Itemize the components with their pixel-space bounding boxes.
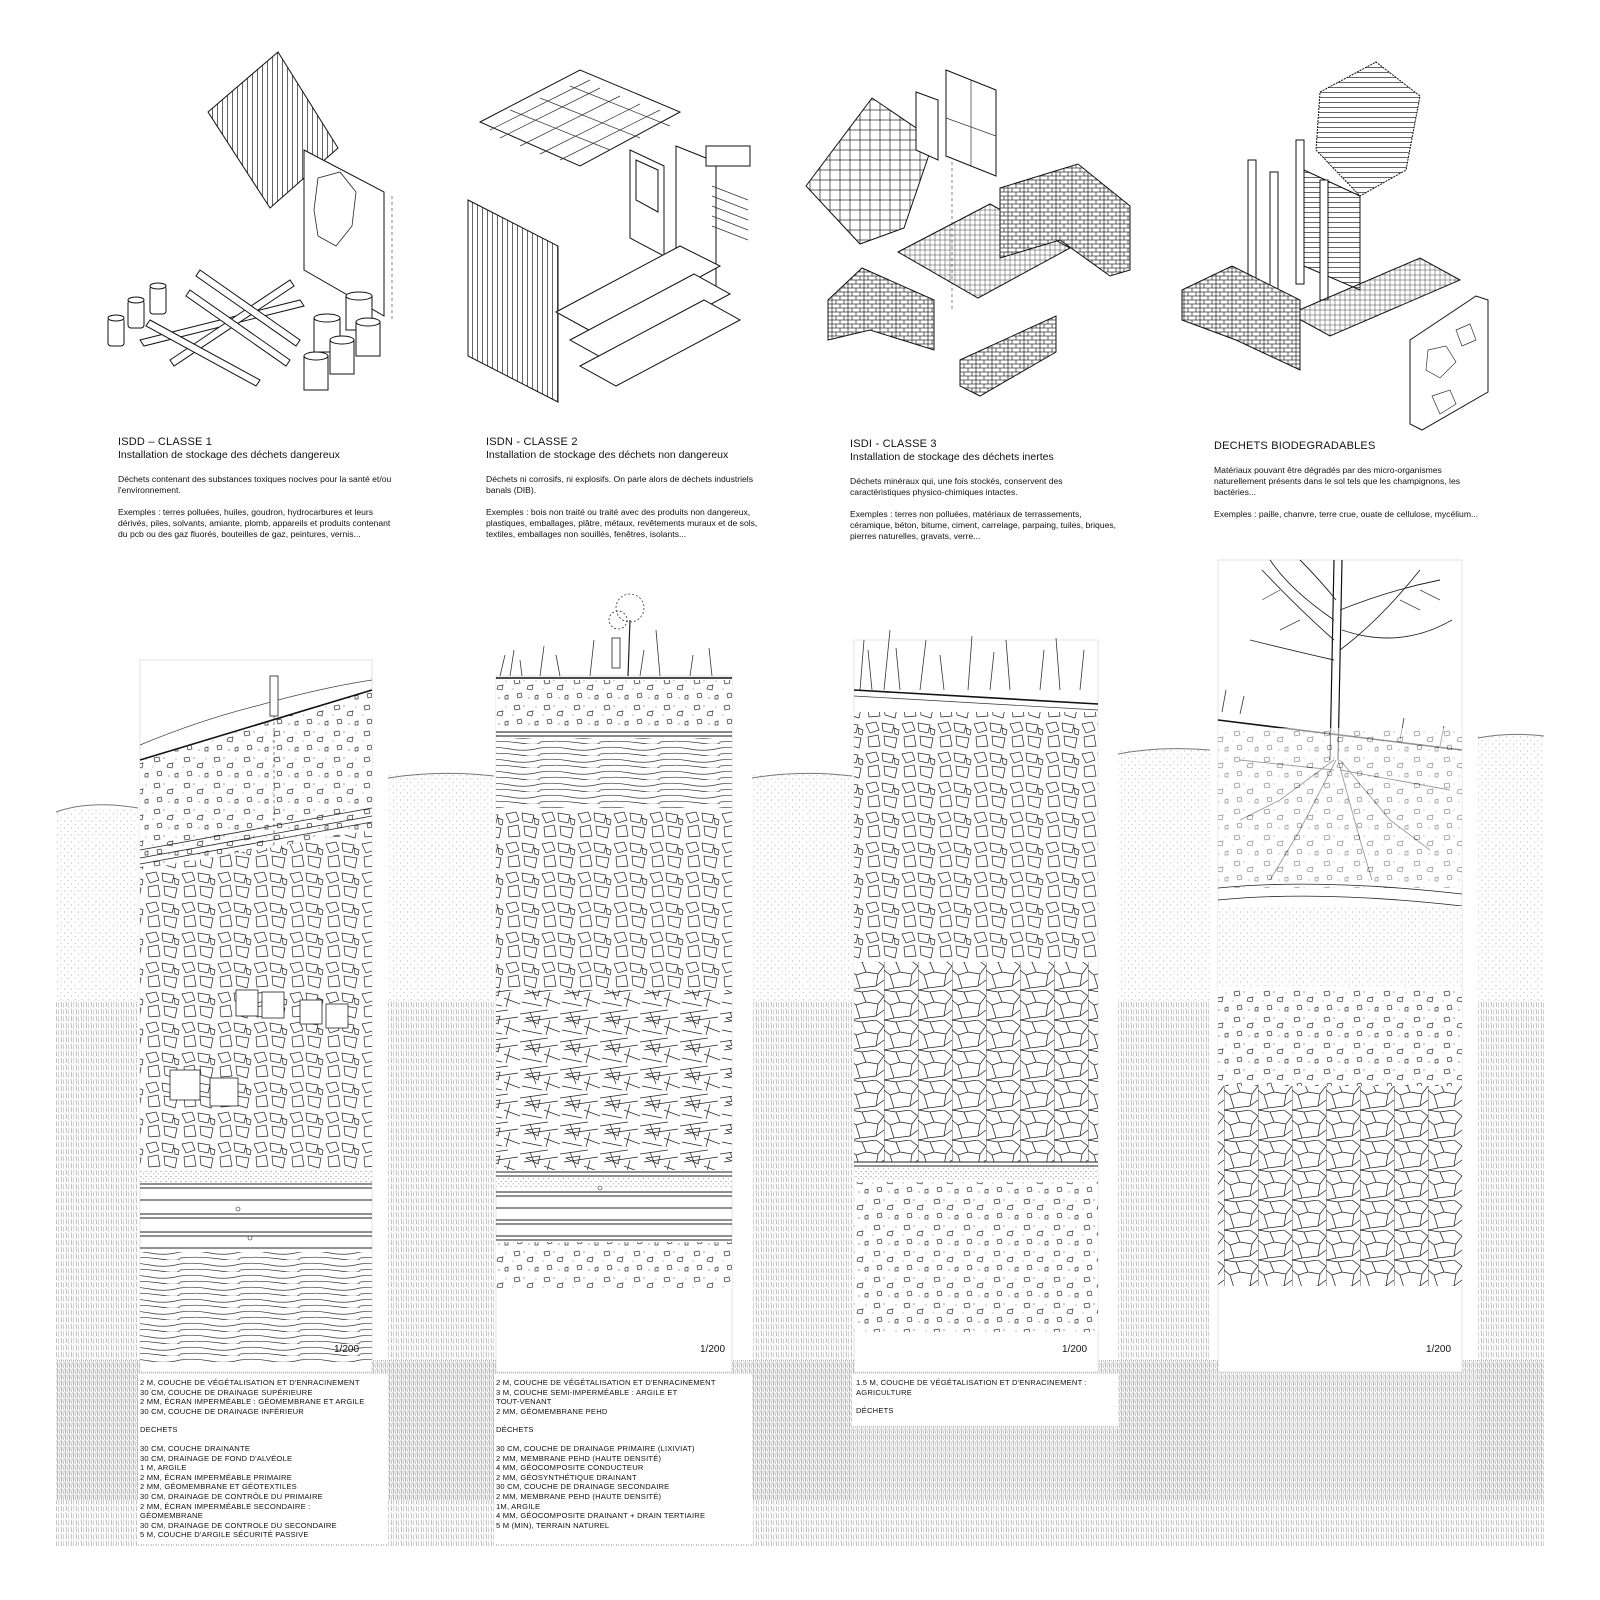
section-biodegradable bbox=[1217, 559, 1463, 1373]
layer-item: 2 m, couche de végétalisation et d'enrac… bbox=[140, 1378, 360, 1387]
layer-item: 5 m, couche d'argile sécurité passive bbox=[140, 1530, 309, 1540]
layer-item: 30 cm, drainage de contrôle du primaire bbox=[140, 1491, 323, 1501]
layer-item: 5 m (min), terrain naturel bbox=[496, 1520, 610, 1530]
layer-item: 30 cm, couche de drainage primaire (lixi… bbox=[496, 1443, 695, 1453]
concrete-blocks-icon bbox=[999, 163, 1131, 277]
panel-title: ISDD – CLASSE 1 bbox=[118, 436, 213, 448]
layer-item: 30 cm, couche de drainage secondaire bbox=[496, 1482, 670, 1492]
layer-item: géomembrane bbox=[140, 1511, 203, 1521]
pipes-icon bbox=[139, 269, 305, 387]
panel-bio-text: DECHETS BIODEGRADABLES Matériaux pouvant… bbox=[1214, 440, 1489, 531]
panel-isdd-text: ISDD – CLASSE 1 Installation de stockage… bbox=[118, 436, 393, 551]
layer-item: 30 cm, couche de drainage supérieure bbox=[140, 1387, 313, 1397]
layer-item: 2 m, couche de végétalisation et d'enrac… bbox=[496, 1378, 716, 1387]
scale-label: 1/200 bbox=[1426, 1344, 1452, 1355]
layer-item: 2 mm, géomembrane PEHD bbox=[496, 1406, 608, 1416]
scale-label: 1/200 bbox=[1062, 1344, 1088, 1355]
roof-tiles-icon bbox=[805, 97, 935, 245]
section-isdi bbox=[853, 629, 1099, 1373]
section-isdn bbox=[495, 593, 733, 1373]
waste-label: DÉCHETS bbox=[496, 1425, 534, 1435]
layers-isdd: 2 m, couche de végétalisation et d'enrac… bbox=[140, 1378, 380, 1540]
layer-item: 30 cm, couche de drainage inférieur bbox=[140, 1406, 304, 1416]
floor-planks-icon bbox=[554, 245, 742, 387]
layer-item: 4 mm, géocomposite conducteur bbox=[496, 1463, 644, 1473]
waste-label: DECHETS bbox=[140, 1425, 178, 1435]
layers-isdi: 1.5 m, couche de végétalisation et d'enr… bbox=[856, 1378, 1096, 1416]
panel-description: Déchets ni corrosifs, ni explosifs. On p… bbox=[486, 474, 754, 495]
panel-subtitle: Installation de stockage des déchets ine… bbox=[850, 451, 1054, 463]
layer-item: tout-venant bbox=[496, 1397, 552, 1407]
section-isdd bbox=[139, 659, 373, 1373]
layer-item: 2 mm, membrane PEHD (haute densité) bbox=[496, 1491, 662, 1501]
panel-examples: Exemples : bois non traité ou traité ave… bbox=[486, 507, 758, 539]
panel-title: ISDN - CLASSE 2 bbox=[486, 436, 578, 448]
layer-item: 1m, argile bbox=[496, 1501, 541, 1511]
asbestos-panel-icon bbox=[303, 149, 393, 320]
glass-door-icon bbox=[915, 69, 997, 310]
panel-isdi-text: ISDI - CLASSE 3 Installation de stockage… bbox=[850, 438, 1125, 553]
layer-item: 1.5 m, couche de végétalisation et d'enr… bbox=[856, 1378, 1087, 1387]
insulation-boards-icon bbox=[478, 69, 682, 167]
scale-label: 1/200 bbox=[700, 1344, 726, 1355]
panel-description: Déchets minéraux qui, une fois stockés, … bbox=[850, 476, 1063, 497]
panel-examples: Exemples : terres polluées, huiles, goud… bbox=[118, 507, 391, 539]
layer-item: 30 cm, drainage de fond d'alvéole bbox=[140, 1453, 293, 1463]
brick-wall-icon bbox=[827, 267, 1057, 397]
layer-item: 1 m, argile bbox=[140, 1463, 187, 1473]
layer-item: 2 mm, membrane PEHD (haute densité) bbox=[496, 1453, 662, 1463]
layer-item: 2 mm, géomembrane et géotextiles bbox=[140, 1482, 297, 1492]
panel-description: Déchets contenant des substances toxique… bbox=[118, 474, 392, 495]
scale-label: 1/200 bbox=[334, 1344, 360, 1355]
layer-item: 30 cm, drainage de controle du secondair… bbox=[140, 1520, 337, 1530]
mycelium-panel-icon bbox=[1409, 295, 1489, 431]
layer-item: 3 m, couche semi-imperméable : argile et bbox=[496, 1387, 678, 1397]
timber-frame-icon bbox=[1247, 139, 1462, 337]
panel-examples: Exemples : paille, chanvre, terre crue, … bbox=[1214, 509, 1479, 519]
barrels-icon bbox=[303, 291, 381, 391]
straw-bale-icon bbox=[1315, 61, 1421, 197]
earth-brick-wall-icon bbox=[1181, 265, 1301, 371]
layer-item: 2 mm, géosynthétique drainant bbox=[496, 1472, 637, 1482]
layers-isdn: 2 m, couche de végétalisation et d'enrac… bbox=[496, 1378, 736, 1530]
layer-item: 4 mm, géocomposite drainant + drain tert… bbox=[496, 1511, 706, 1521]
waste-label: DÉCHETS bbox=[856, 1406, 894, 1416]
panel-title: ISDI - CLASSE 3 bbox=[850, 438, 937, 450]
panel-title: DECHETS BIODEGRADABLES bbox=[1214, 440, 1376, 452]
panel-subtitle: Installation de stockage des déchets non… bbox=[486, 449, 729, 461]
layer-item: 30 cm, couche drainante bbox=[140, 1443, 251, 1453]
panel-examples: Exemples : terres non polluées, matériau… bbox=[850, 509, 1117, 541]
layer-item: 2 mm, écran imperméable : géomembrane et… bbox=[140, 1397, 365, 1407]
spray-cans-icon bbox=[107, 282, 167, 347]
layer-item: agriculture bbox=[856, 1387, 913, 1397]
layer-item: 2 mm, écran imperméable primaire bbox=[140, 1472, 292, 1482]
panel-isdn-text: ISDN - CLASSE 2 Installation de stockage… bbox=[486, 436, 761, 551]
panel-subtitle: Installation de stockage des déchets dan… bbox=[118, 449, 340, 461]
panel-description: Matériaux pouvant être dégradés par des … bbox=[1214, 465, 1461, 497]
wood-cladding-icon bbox=[467, 199, 559, 403]
layer-item: 2 mm, écran imperméable secondaire : bbox=[140, 1501, 311, 1511]
